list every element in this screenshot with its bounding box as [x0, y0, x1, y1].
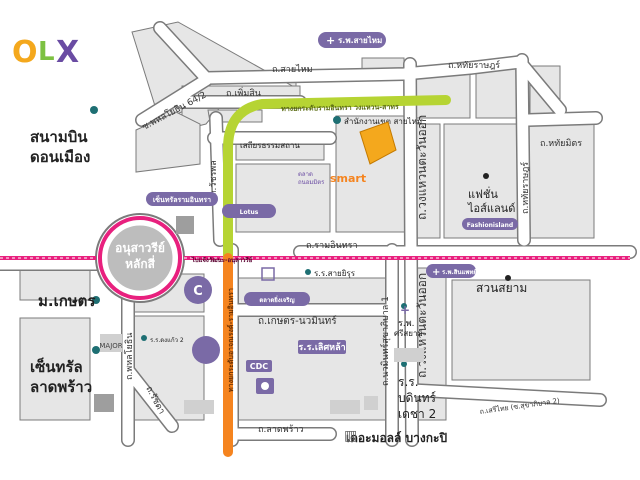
bodin-line2: บดินทร์ — [398, 391, 437, 405]
road-label-sai-mai: ถ.สายไหม — [272, 64, 313, 75]
road-label-phoem-sin: ถ.เพิ่มสิน — [226, 86, 261, 99]
bodin-line1: ร.ร. — [398, 375, 419, 389]
sinphaet-hospital-badge — [426, 264, 476, 278]
green-route — [223, 95, 451, 445]
market-badge — [244, 292, 310, 306]
tesco-badge — [222, 204, 276, 218]
orange-route-label: ทางยกระดับอาจณรงค์-รามอินทรา — [226, 288, 235, 392]
hospital-sriyam-line2: ศรีสยาม — [394, 329, 423, 338]
road-label-nawamin-sukhapiban: ถ.นวมินทร์สุขาภิบาล 1 — [379, 296, 391, 386]
major-icon — [176, 216, 194, 234]
crystal-icon — [192, 336, 220, 364]
major-icon — [94, 394, 114, 412]
carrefour-symbol-icon: C — [193, 284, 203, 299]
kaset-u-label: ม.เกษตร — [38, 292, 96, 310]
sai-mai-hospital-label: ร.พ.สายไหม — [338, 35, 382, 45]
monument-line2: หลักสี่ — [125, 255, 156, 271]
location-dot-icon — [483, 173, 489, 179]
location-dot-icon — [401, 361, 407, 367]
green-route-label: ทางยกระดับรามอินทรา วงแหวน-สาทร — [281, 103, 399, 113]
market-line1: ตลาด — [298, 171, 313, 178]
hospital-cross-icon: + — [400, 303, 410, 317]
bodin-line3: เดชา 2 — [398, 407, 436, 421]
road-label-hathai-rat: ถ.หทัยราษฎร์ — [448, 59, 500, 71]
plus-icon: + — [432, 267, 440, 278]
location-dot-icon — [333, 116, 341, 124]
don-mueang-line2: ดอนเมือง — [30, 148, 90, 166]
central-ramintra-badge — [146, 192, 218, 206]
fashion-island-badge-text: Fashionisland — [467, 222, 513, 229]
sinphaet-hospital-label: ร.พ.สินแพทย์ — [442, 268, 477, 276]
market-badge-label: ตลาดยิ่งเจริญ — [259, 295, 294, 304]
tesco-label: Lotus — [240, 209, 259, 216]
siam-park-label: สวนสยาม — [476, 281, 527, 295]
major-logo-icon — [364, 396, 378, 410]
smart-label: smart — [330, 172, 366, 185]
road-label-lat-phrao: ถ.ลาดพร้าว — [258, 424, 304, 435]
central-lat-phrao-line1: เซ็นทรัล — [30, 357, 83, 376]
hospital-sriyam-line1: ร.พ. — [398, 319, 415, 329]
monument-line1: อนุสาวรีย์ — [115, 241, 165, 256]
olx-logo-l: L — [38, 37, 55, 67]
carrefour-icon — [184, 276, 212, 304]
school-left-label: ร.ร.ดงแก้ว 2 — [150, 337, 184, 344]
fashion-island-line2: ไอส์แลนด์ — [467, 202, 515, 215]
olx-logo: O L X — [12, 35, 79, 70]
olx-logo-o: O — [12, 35, 38, 70]
cdc-label: CDC — [250, 362, 269, 371]
road-label-wong-waen-top: ถ.วงแหวนตะวันออก — [415, 115, 429, 220]
smart-building-icon — [359, 121, 397, 165]
road-label-wong-waen-bottom: ถ.วงแหวนตะวันออก — [415, 273, 429, 378]
cdc-badge-icon — [246, 360, 272, 372]
major-logo-icon — [100, 334, 122, 352]
map-icons: C CDC MAJOR ▥ + — [94, 216, 424, 444]
location-dot-icon — [92, 346, 100, 354]
road-label-watcharaphon: ถ.วัชรพล — [209, 160, 219, 196]
sai-mai-hospital-badge — [318, 32, 386, 48]
location-dot-icon — [141, 335, 147, 341]
setthasiri-label: เสถียรธรรมสถาน — [240, 141, 300, 150]
fashion-island-line1: แฟชั่น — [468, 186, 498, 201]
pink-route-ring — [98, 216, 182, 300]
don-mueang-line1: สนามบิน — [30, 128, 88, 146]
school-crest-icon — [261, 267, 275, 281]
the-mall-logo-icon: ▥ — [344, 428, 357, 444]
square-logo-inner-icon — [261, 382, 269, 390]
monument-circle — [95, 213, 185, 303]
lotus-logo-icon — [330, 400, 360, 414]
lert-lah-label: ร.ร.เลิศหล้า — [298, 342, 345, 353]
location-dot-icon — [401, 303, 407, 309]
lotus-logo-icon — [394, 348, 424, 362]
major-logo-label: MAJOR — [99, 342, 122, 350]
school-saiyok-label: ร.ร.สายยิรุร — [314, 269, 356, 278]
location-dot-icon — [90, 106, 98, 114]
plus-icon: + — [326, 34, 335, 47]
road-label-ram-inthra: ถ.รามอินทรา — [306, 240, 358, 251]
central-lat-phrao-line2: ลาดพร้าว — [30, 378, 92, 396]
purple-badges: + ร.พ.สายไหม เซ็นทรัลรามอินทรา Lotus ตลา… — [146, 32, 477, 306]
pink-route-label: ไปแจ้งวัฒนะ-อนุสาวรีย์ — [191, 256, 253, 264]
road-label-kaset-nawamin: ถ.เกษตร-นวมินทร์ — [258, 315, 337, 327]
road-label-phahon-yothin: ถ.พหลโยธิน — [124, 333, 135, 380]
location-dot-icon — [505, 275, 511, 281]
district-office-label: สำนักงานเขต สายไหม — [344, 117, 422, 126]
market-line2: ถนอมมิตร — [298, 179, 325, 186]
olx-logo-x: X — [56, 35, 79, 70]
fashion-island-badge — [462, 218, 518, 230]
road-label-hathai-rat-v: ถ.หทัยราษฎร์ — [519, 162, 531, 214]
the-mall-bangkapi-label: เดอะมอลล์ บางกะปิ — [346, 431, 447, 445]
lotus-logo-icon — [184, 400, 214, 414]
location-dot-icon — [305, 269, 311, 275]
road-label-hathai-mit: ถ.หทัยมิตร — [540, 138, 582, 149]
location-dot-icon — [92, 296, 100, 304]
lert-lah-badge — [298, 340, 346, 354]
central-ramintra-label: เซ็นทรัลรามอินทรา — [153, 195, 211, 204]
place-labels: สนามบิน ดอนเมือง อนุสาวรีย์ หลักสี่ ม.เก… — [30, 106, 527, 445]
